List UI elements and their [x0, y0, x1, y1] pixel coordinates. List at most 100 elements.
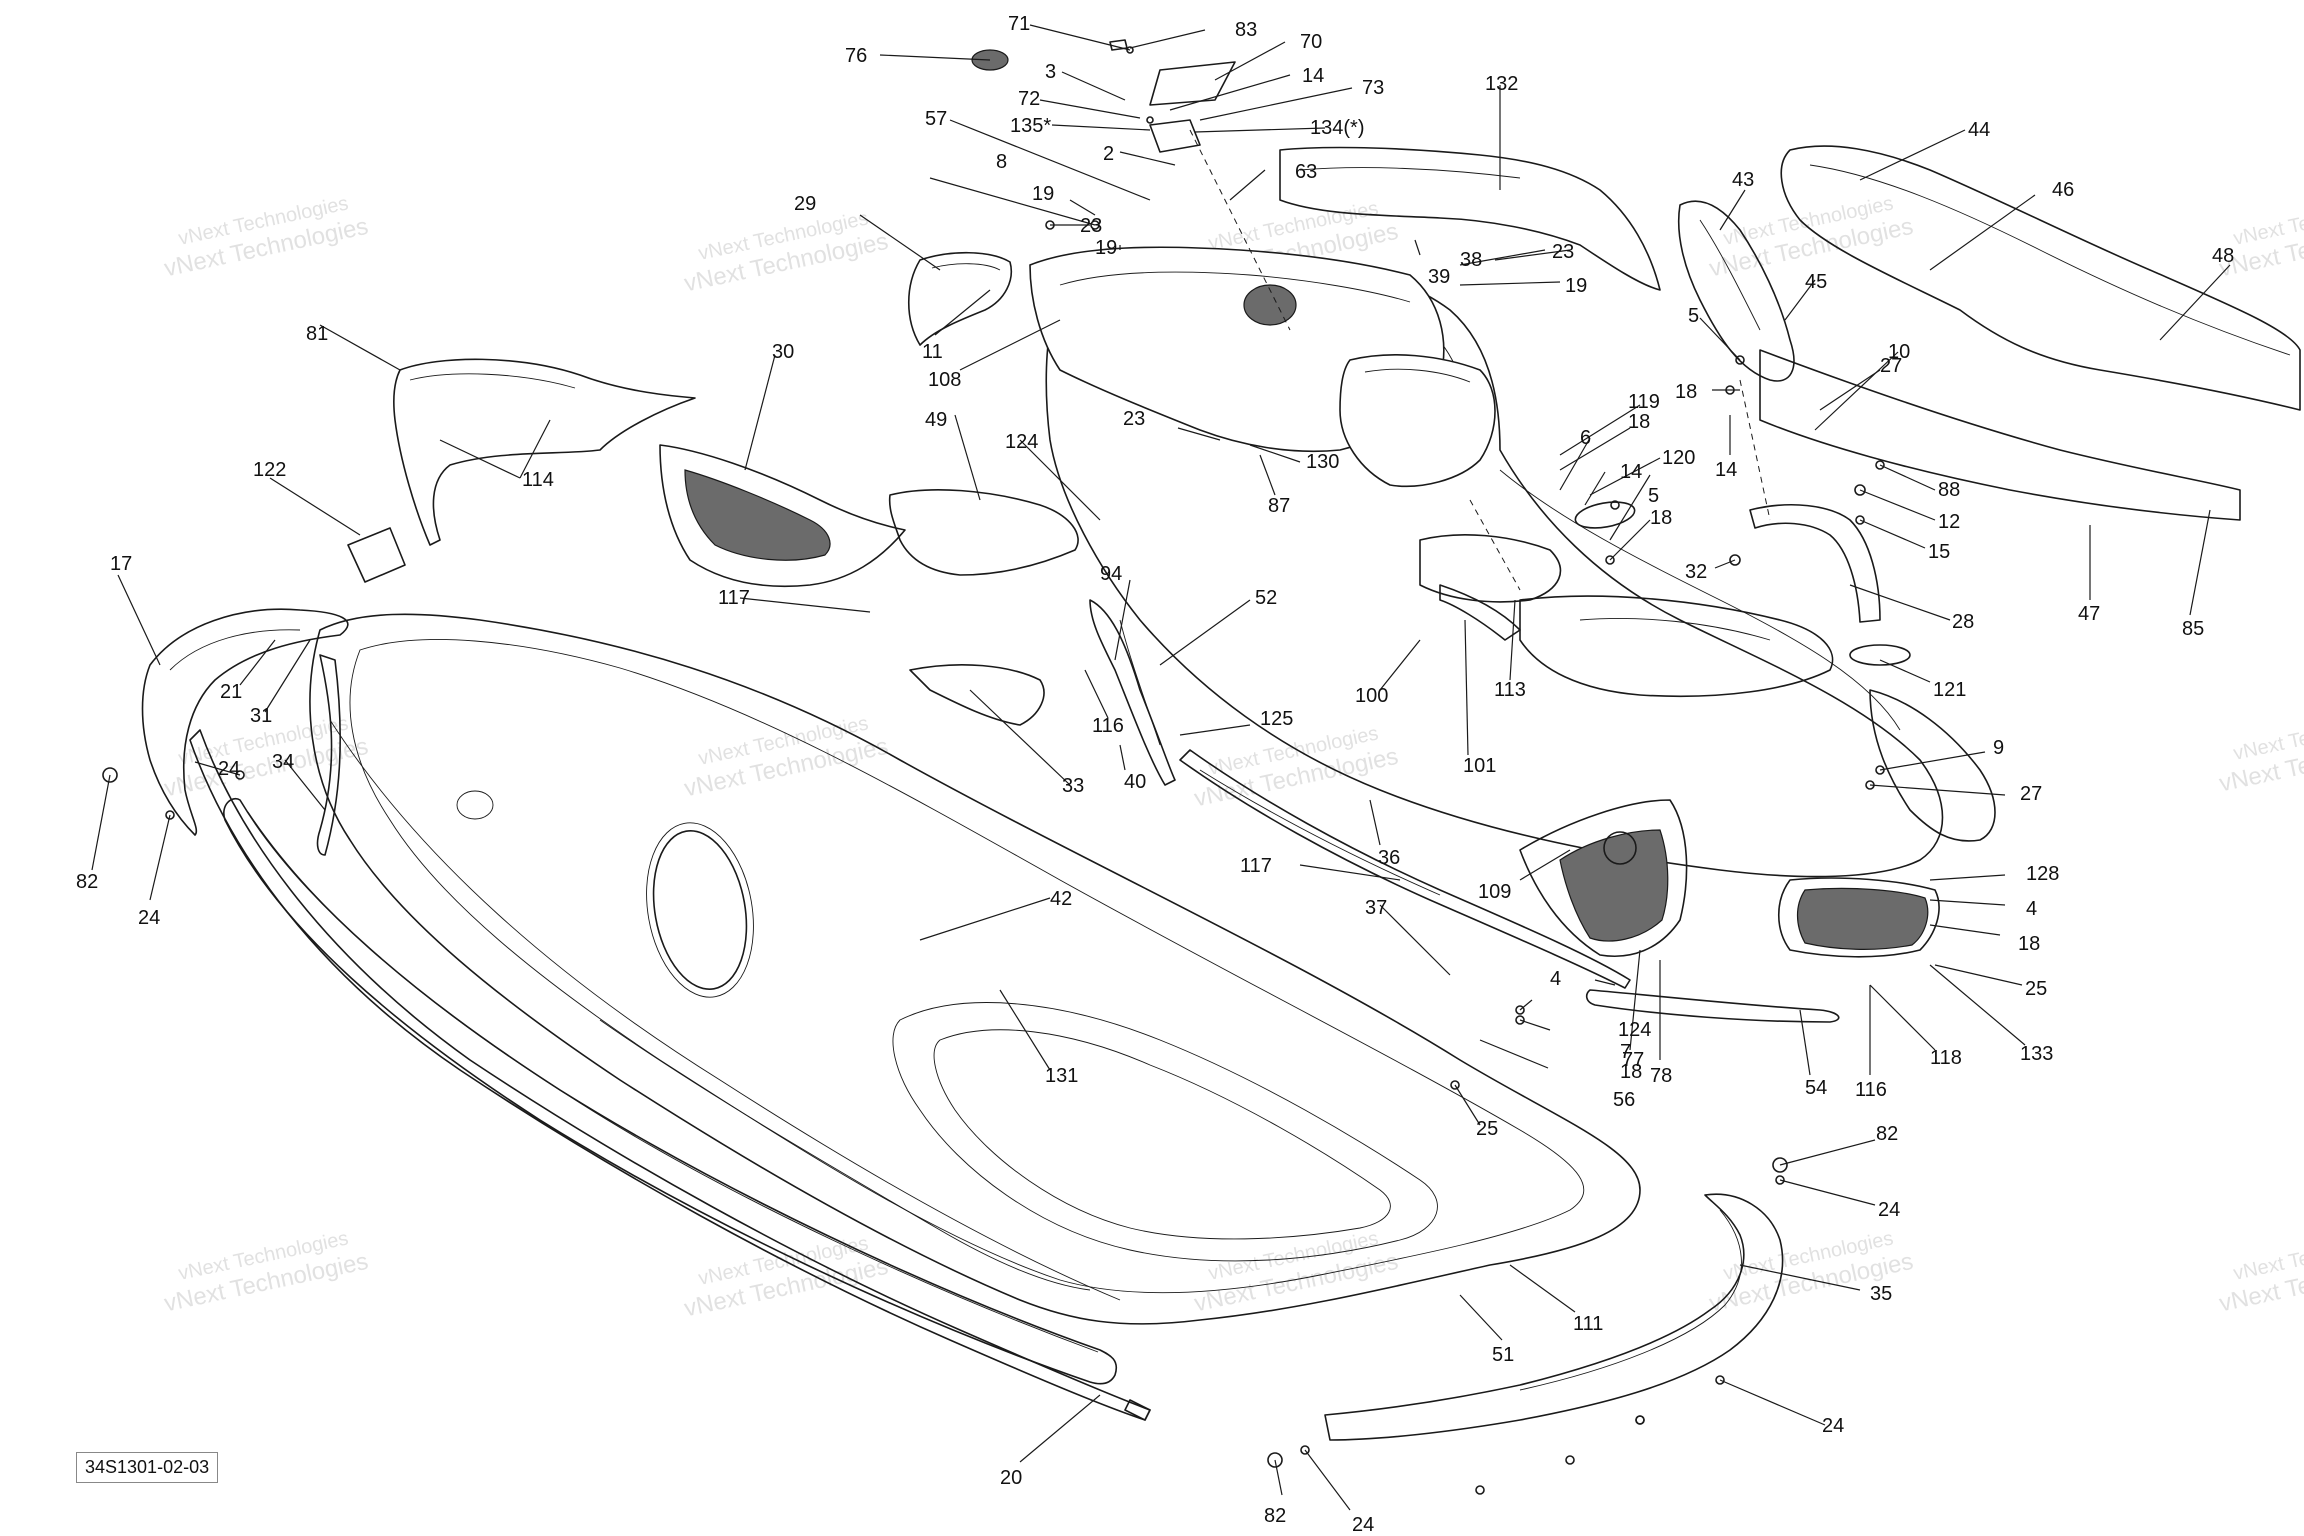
callout-label: 128	[2026, 863, 2059, 885]
callout-label: 37	[1365, 897, 1387, 919]
callout-label: 94	[1100, 563, 1122, 585]
callout-label: 46	[2052, 179, 2074, 201]
callout-label: 81	[306, 323, 328, 345]
upper-deck-body	[1045, 263, 1944, 878]
side-rail	[223, 798, 1118, 1385]
sponge-block-122	[347, 527, 406, 583]
callout-label: 117	[718, 587, 750, 609]
callout-label: 18	[2018, 933, 2040, 955]
seat-cover-45	[1699, 219, 1761, 331]
callout-label: 56	[1613, 1089, 1635, 1111]
part-drawings	[141, 39, 2301, 1441]
callout-label: 25	[1476, 1118, 1498, 1140]
cockpit-well	[933, 1029, 1391, 1240]
callout-label: 135*	[1010, 115, 1051, 137]
side-trim-49	[888, 489, 1079, 576]
seat-cushion-47-edge	[1809, 164, 2291, 356]
ring-121	[1849, 644, 1911, 666]
callout-label: 133	[2020, 1043, 2053, 1065]
callout-label: 82	[1264, 1505, 1286, 1527]
callout-label: 12	[1938, 511, 1960, 533]
callout-label: 23	[1080, 215, 1102, 237]
alignment-line	[1189, 129, 1291, 331]
side-cover-81	[393, 358, 696, 546]
callout-label: 100	[1355, 685, 1388, 707]
callout-label: 38	[1460, 249, 1482, 271]
storage-tub-rim	[1364, 368, 1471, 383]
callout-label: 44	[1968, 119, 1990, 141]
nose-side-strip	[316, 654, 341, 856]
callout-label: 20	[1000, 1467, 1022, 1489]
callout-label: 71	[1008, 13, 1030, 35]
callout-label: 14	[1715, 459, 1737, 481]
diagram-reference-number: 34S1301-02-03	[76, 1452, 219, 1483]
storage-hatch-ring	[646, 822, 754, 998]
callout-label: 25	[2025, 978, 2047, 1000]
callout-label: 42	[1050, 888, 1072, 910]
mounting-plate-113	[1419, 534, 1562, 603]
rear-grille-panel-42	[1778, 877, 1940, 958]
callout-label: 118	[1930, 1047, 1962, 1069]
callout-label: 21	[220, 681, 242, 703]
glovebox-tray-29	[907, 251, 1012, 346]
callout-label: 70	[1300, 31, 1322, 53]
fasteners	[102, 46, 1885, 1495]
callout-label: 132	[1485, 73, 1518, 95]
callout-label: 114	[522, 469, 554, 491]
callout-labels: 71 83 70 76 3 14 73 72 135* 134(*) 57 2 …	[76, 13, 2234, 1536]
callout-label: 88	[1938, 479, 1960, 501]
callout-label: 2	[1103, 143, 1114, 165]
callout-label: 24	[1878, 1199, 1900, 1221]
cockpit-floor	[892, 1002, 1438, 1262]
callout-label: 43	[1732, 169, 1754, 191]
leader-lines	[91, 24, 2231, 1511]
callout-label: 24	[1352, 1514, 1374, 1536]
side-grille-knob	[1603, 831, 1637, 865]
callout-label: 10	[1888, 341, 1910, 363]
grab-handle-28	[1749, 504, 1881, 623]
callout-label: 85	[2182, 618, 2204, 640]
callout-label: 14	[1620, 461, 1642, 483]
footwell-grille	[1579, 617, 1771, 641]
callout-label: 134(*)	[1310, 117, 1364, 139]
hull-side-panel	[599, 1019, 1091, 1291]
callout-label: 72	[1018, 88, 1040, 110]
callout-label: 101	[1463, 755, 1496, 777]
hull-chine-line	[329, 719, 1121, 1301]
center-frame-inner	[1059, 271, 1411, 303]
callout-label: 109	[1478, 881, 1511, 903]
callout-label: 17	[110, 553, 132, 575]
callout-label: 76	[845, 45, 867, 67]
lower-trim-strip-54	[1585, 989, 1840, 1023]
callout-label: 49	[925, 409, 947, 431]
footwell-panel-28	[1519, 595, 1834, 698]
callout-label: 82	[76, 871, 98, 893]
rear-bumper-35	[1324, 1193, 1784, 1441]
side-trim-117-lower	[909, 664, 1045, 726]
rear-deck-33	[1869, 689, 1996, 842]
callout-label: 18	[1620, 1061, 1642, 1083]
callout-label: 117	[1240, 855, 1272, 877]
callout-label: 7	[1620, 1041, 1631, 1063]
front-storage-lid	[456, 790, 494, 820]
lower-hull-deck	[309, 613, 1641, 1325]
top-cover-132	[1279, 146, 1661, 291]
handle-ring-120	[1574, 501, 1636, 529]
speaker-grille-top	[1243, 284, 1297, 326]
callout-label: 27	[2020, 783, 2042, 805]
callout-label: 9	[1993, 737, 2004, 759]
callout-label: 121	[1933, 679, 1966, 701]
storage-tub-119	[1339, 354, 1496, 488]
callout-label: 54	[1805, 1077, 1827, 1099]
side-vent-panel-30	[659, 444, 906, 588]
top-cover-132-detail	[1299, 167, 1521, 179]
callout-label: 15	[1928, 541, 1950, 563]
front-nose-cap-inner	[169, 629, 301, 671]
callout-label: 8	[996, 151, 1007, 173]
callout-label: 23	[1552, 241, 1574, 263]
callout-label: 27	[1880, 355, 1902, 377]
side-trim-40-ridge	[1119, 619, 1161, 746]
side-rail-edge	[247, 811, 1099, 1353]
glovebox-tray-29-inner	[931, 263, 1001, 271]
callout-label: 52	[1255, 587, 1277, 609]
